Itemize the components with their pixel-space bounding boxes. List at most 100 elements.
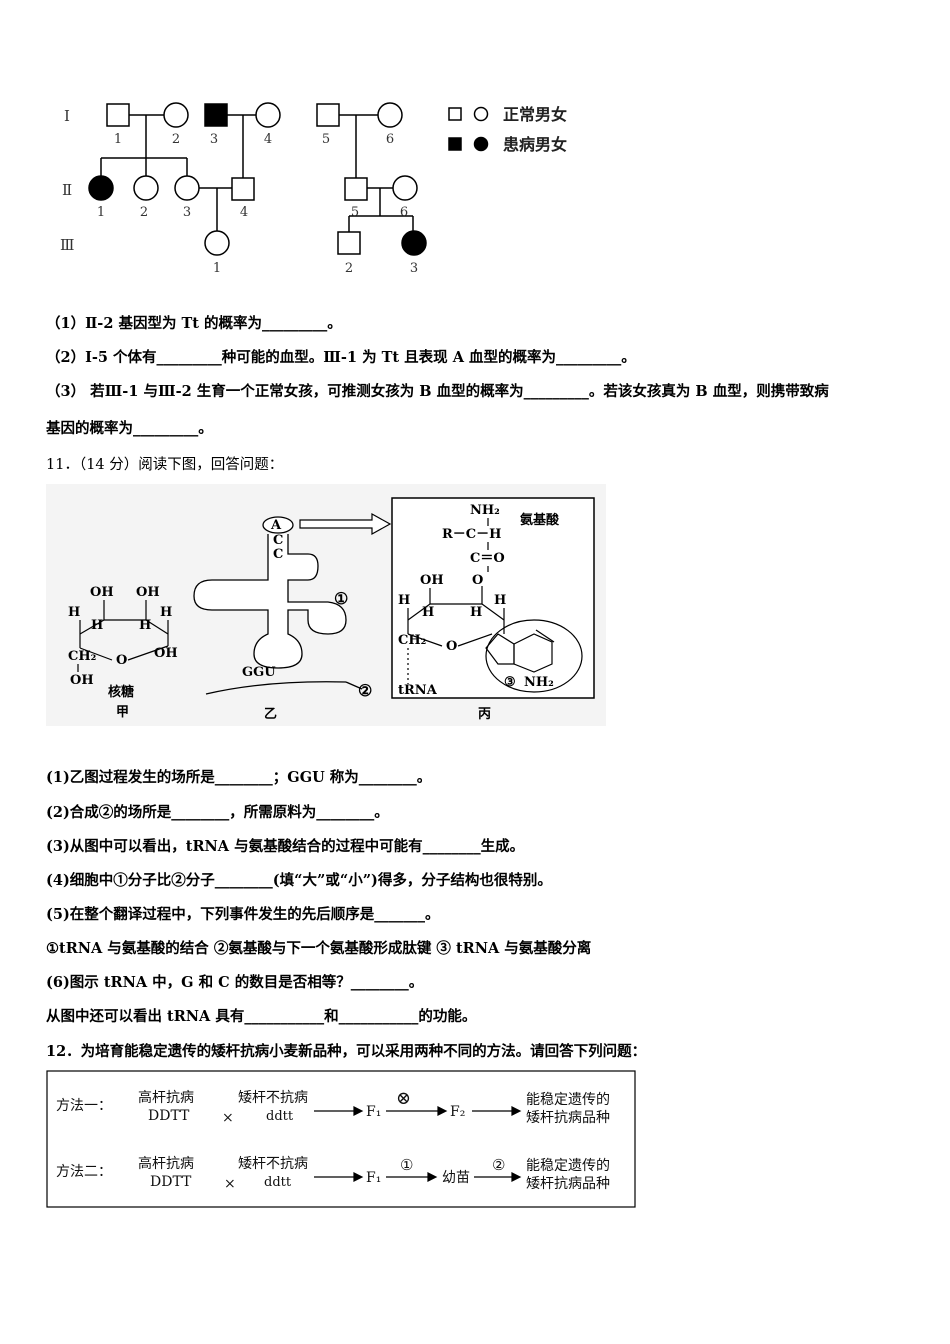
aminoacyl-trna-box xyxy=(391,497,595,699)
id-I-1: 1 xyxy=(114,132,122,147)
q12-header: 12．为培育能稳定遗传的矮杆抗病小麦新品种，可以采用两种不同的方法。请回答下列问… xyxy=(46,1043,647,1060)
bing-h-1: H xyxy=(398,593,410,608)
aa-r-ch: R－C－H xyxy=(442,527,501,542)
q11-item4: (4)细胞中①分子比②分子________(填“大”或“小”)得多，分子结构也很… xyxy=(46,872,552,889)
ribose-label: 核糖 xyxy=(108,684,134,700)
marker-circle-3: ③ xyxy=(504,675,516,690)
gen-label-I: Ⅰ xyxy=(64,107,70,125)
legend-affected-female-icon xyxy=(473,136,489,152)
m2-seedling: 幼苗 xyxy=(442,1170,470,1186)
q11-item6-cont: 从图中还可以看出 tRNA 具有___________和___________的… xyxy=(46,1008,477,1025)
m1-result-line2: 矮杆抗病品种 xyxy=(526,1110,610,1126)
m2-result-line1: 能稳定遗传的 xyxy=(526,1158,610,1174)
pedigree-II-2-female xyxy=(133,175,159,201)
m1-DDTT: DDTT xyxy=(148,1108,190,1124)
pedigree-II-3-female xyxy=(174,175,200,201)
id-I-4: 4 xyxy=(264,132,272,147)
ribose-h-2: H xyxy=(91,618,103,633)
pedigree-II-1-affected-female xyxy=(88,175,114,201)
m2-f1: F₁ xyxy=(366,1170,381,1186)
m1-ddtt: ddtt xyxy=(266,1109,294,1124)
m1-selfing-icon: ⊗ xyxy=(396,1088,411,1109)
legend-normal-label: 正常男女 xyxy=(503,105,567,124)
pedigree-chart: Ⅰ Ⅱ Ⅲ 1 2 3 4 5 6 1 2 3 4 5 6 1 2 3 正常男女… xyxy=(60,102,567,276)
ribose-oh-1: OH xyxy=(90,585,114,600)
m1-tall-resist: 高杆抗病 xyxy=(138,1089,194,1106)
q11-header: 11．（14 分）阅读下图，回答问题： xyxy=(46,457,284,473)
ribose-ch2: CH₂ xyxy=(68,649,96,664)
legend-affected-male-icon xyxy=(448,137,462,151)
q10-part1: （1）Ⅱ-2 基因型为 Tt 的概率为_________。 xyxy=(46,315,342,332)
q11-item1: (1)乙图过程发生的场所是________；GGU 称为________。 xyxy=(46,769,432,786)
id-I-5: 5 xyxy=(322,132,330,147)
bing-h-2: H xyxy=(422,605,434,620)
pedigree-I-3-affected-male xyxy=(204,103,228,127)
ribose-oh-2: OH xyxy=(136,585,160,600)
pedigree-I-4-female xyxy=(255,102,281,128)
id-II-1: 1 xyxy=(97,205,105,220)
big-arrow-icon xyxy=(299,512,392,536)
method2-label: 方法二： xyxy=(56,1164,112,1180)
ribose-oh-4: OH xyxy=(70,673,94,688)
pedigree-I-6-female xyxy=(377,102,403,128)
fig-label-bing: 丙 xyxy=(478,707,491,722)
bing-trna-label: tRNA xyxy=(398,683,438,698)
acc-c2: C xyxy=(273,547,283,562)
q11-item5: (5)在整个翻译过程中，下列事件发生的先后顺序是_______。 xyxy=(46,906,440,923)
anticodon-label: GGU xyxy=(242,665,276,680)
m1-result-line1: 能稳定遗传的 xyxy=(526,1092,610,1108)
m1-f1: F₁ xyxy=(366,1104,381,1120)
fig-label-jia: 甲 xyxy=(116,705,129,720)
id-III-2: 2 xyxy=(345,261,353,276)
pedigree-II-5-male xyxy=(344,177,368,201)
q11-item3: (3)从图中可以看出，tRNA 与氨基酸结合的过程中可能有________生成。 xyxy=(46,838,525,855)
pedigree-I-5-male xyxy=(316,103,340,127)
legend-normal-male-icon xyxy=(448,107,462,121)
legend-normal-female-icon xyxy=(473,106,489,122)
m2-short-nonresist: 矮杆不抗病 xyxy=(238,1156,308,1172)
gen-label-III: Ⅲ xyxy=(60,236,74,254)
base-nh2: NH₂ xyxy=(524,675,554,690)
ribose-o: O xyxy=(116,653,127,668)
fig-label-yi: 乙 xyxy=(264,707,277,722)
id-II-4: 4 xyxy=(240,205,248,220)
method1-label: 方法一： xyxy=(56,1098,112,1114)
aa-c-o: C＝O xyxy=(470,551,505,566)
m2-ddtt: ddtt xyxy=(264,1175,292,1190)
amino-acid-label: 氨基酸 xyxy=(519,512,560,528)
acc-a-oval xyxy=(262,516,294,534)
marker-circle-2: ② xyxy=(358,681,372,700)
acc-c1: C xyxy=(273,533,283,548)
id-II-5: 5 xyxy=(351,205,359,220)
m2-step2: ② xyxy=(492,1156,505,1174)
q11-item5-options: ①tRNA 与氨基酸的结合 ②氨基酸与下一个氨基酸形成肽键 ③ tRNA 与氨基… xyxy=(46,940,592,957)
id-II-3: 3 xyxy=(183,205,191,220)
m2-cross: × xyxy=(224,1176,236,1192)
m2-step1: ① xyxy=(400,1156,413,1174)
id-I-2: 2 xyxy=(172,132,180,147)
pedigree-II-4-male xyxy=(231,177,255,201)
m1-f2: F₂ xyxy=(450,1104,465,1120)
m2-tall-resist: 高杆抗病 xyxy=(138,1155,194,1172)
q10-part2: （2）Ⅰ-5 个体有_________种可能的血型。Ⅲ-1 为 Tt 且表现 A… xyxy=(46,349,636,366)
aa-nh2: NH₂ xyxy=(470,503,500,518)
acc-a: A xyxy=(270,518,282,533)
pedigree-I-1-male xyxy=(106,103,130,127)
ribose-h-4: H xyxy=(160,605,172,620)
id-III-3: 3 xyxy=(410,261,418,276)
breeding-methods-figure: 方法一： 高杆抗病 DDTT × 矮杆不抗病 ddtt F₁ ⊗ F₂ 能稳定遗… xyxy=(46,1070,636,1208)
trna-figure: OH OH H H H H CH₂ O OH OH 核糖 甲 A C C GGU… xyxy=(46,484,606,726)
pedigree-I-2-female xyxy=(163,102,189,128)
q11-item6: (6)图示 tRNA 中，G 和 C 的数目是否相等？________。 xyxy=(46,974,424,991)
q11-item2: (2)合成②的场所是________，所需原料为________。 xyxy=(46,804,389,821)
pedigree-III-3-affected-female xyxy=(401,230,427,256)
bing-ring-o: O xyxy=(446,639,457,654)
q10-part3-cont: 基因的概率为_________。 xyxy=(46,420,213,437)
m2-result-line2: 矮杆抗病品种 xyxy=(526,1176,610,1192)
bing-oh: OH xyxy=(420,573,444,588)
bing-h-3: H xyxy=(470,605,482,620)
pedigree-III-2-male xyxy=(337,231,361,255)
marker-circle-1: ① xyxy=(334,589,348,608)
base-circle xyxy=(485,619,583,693)
pedigree-II-6-female xyxy=(392,175,418,201)
